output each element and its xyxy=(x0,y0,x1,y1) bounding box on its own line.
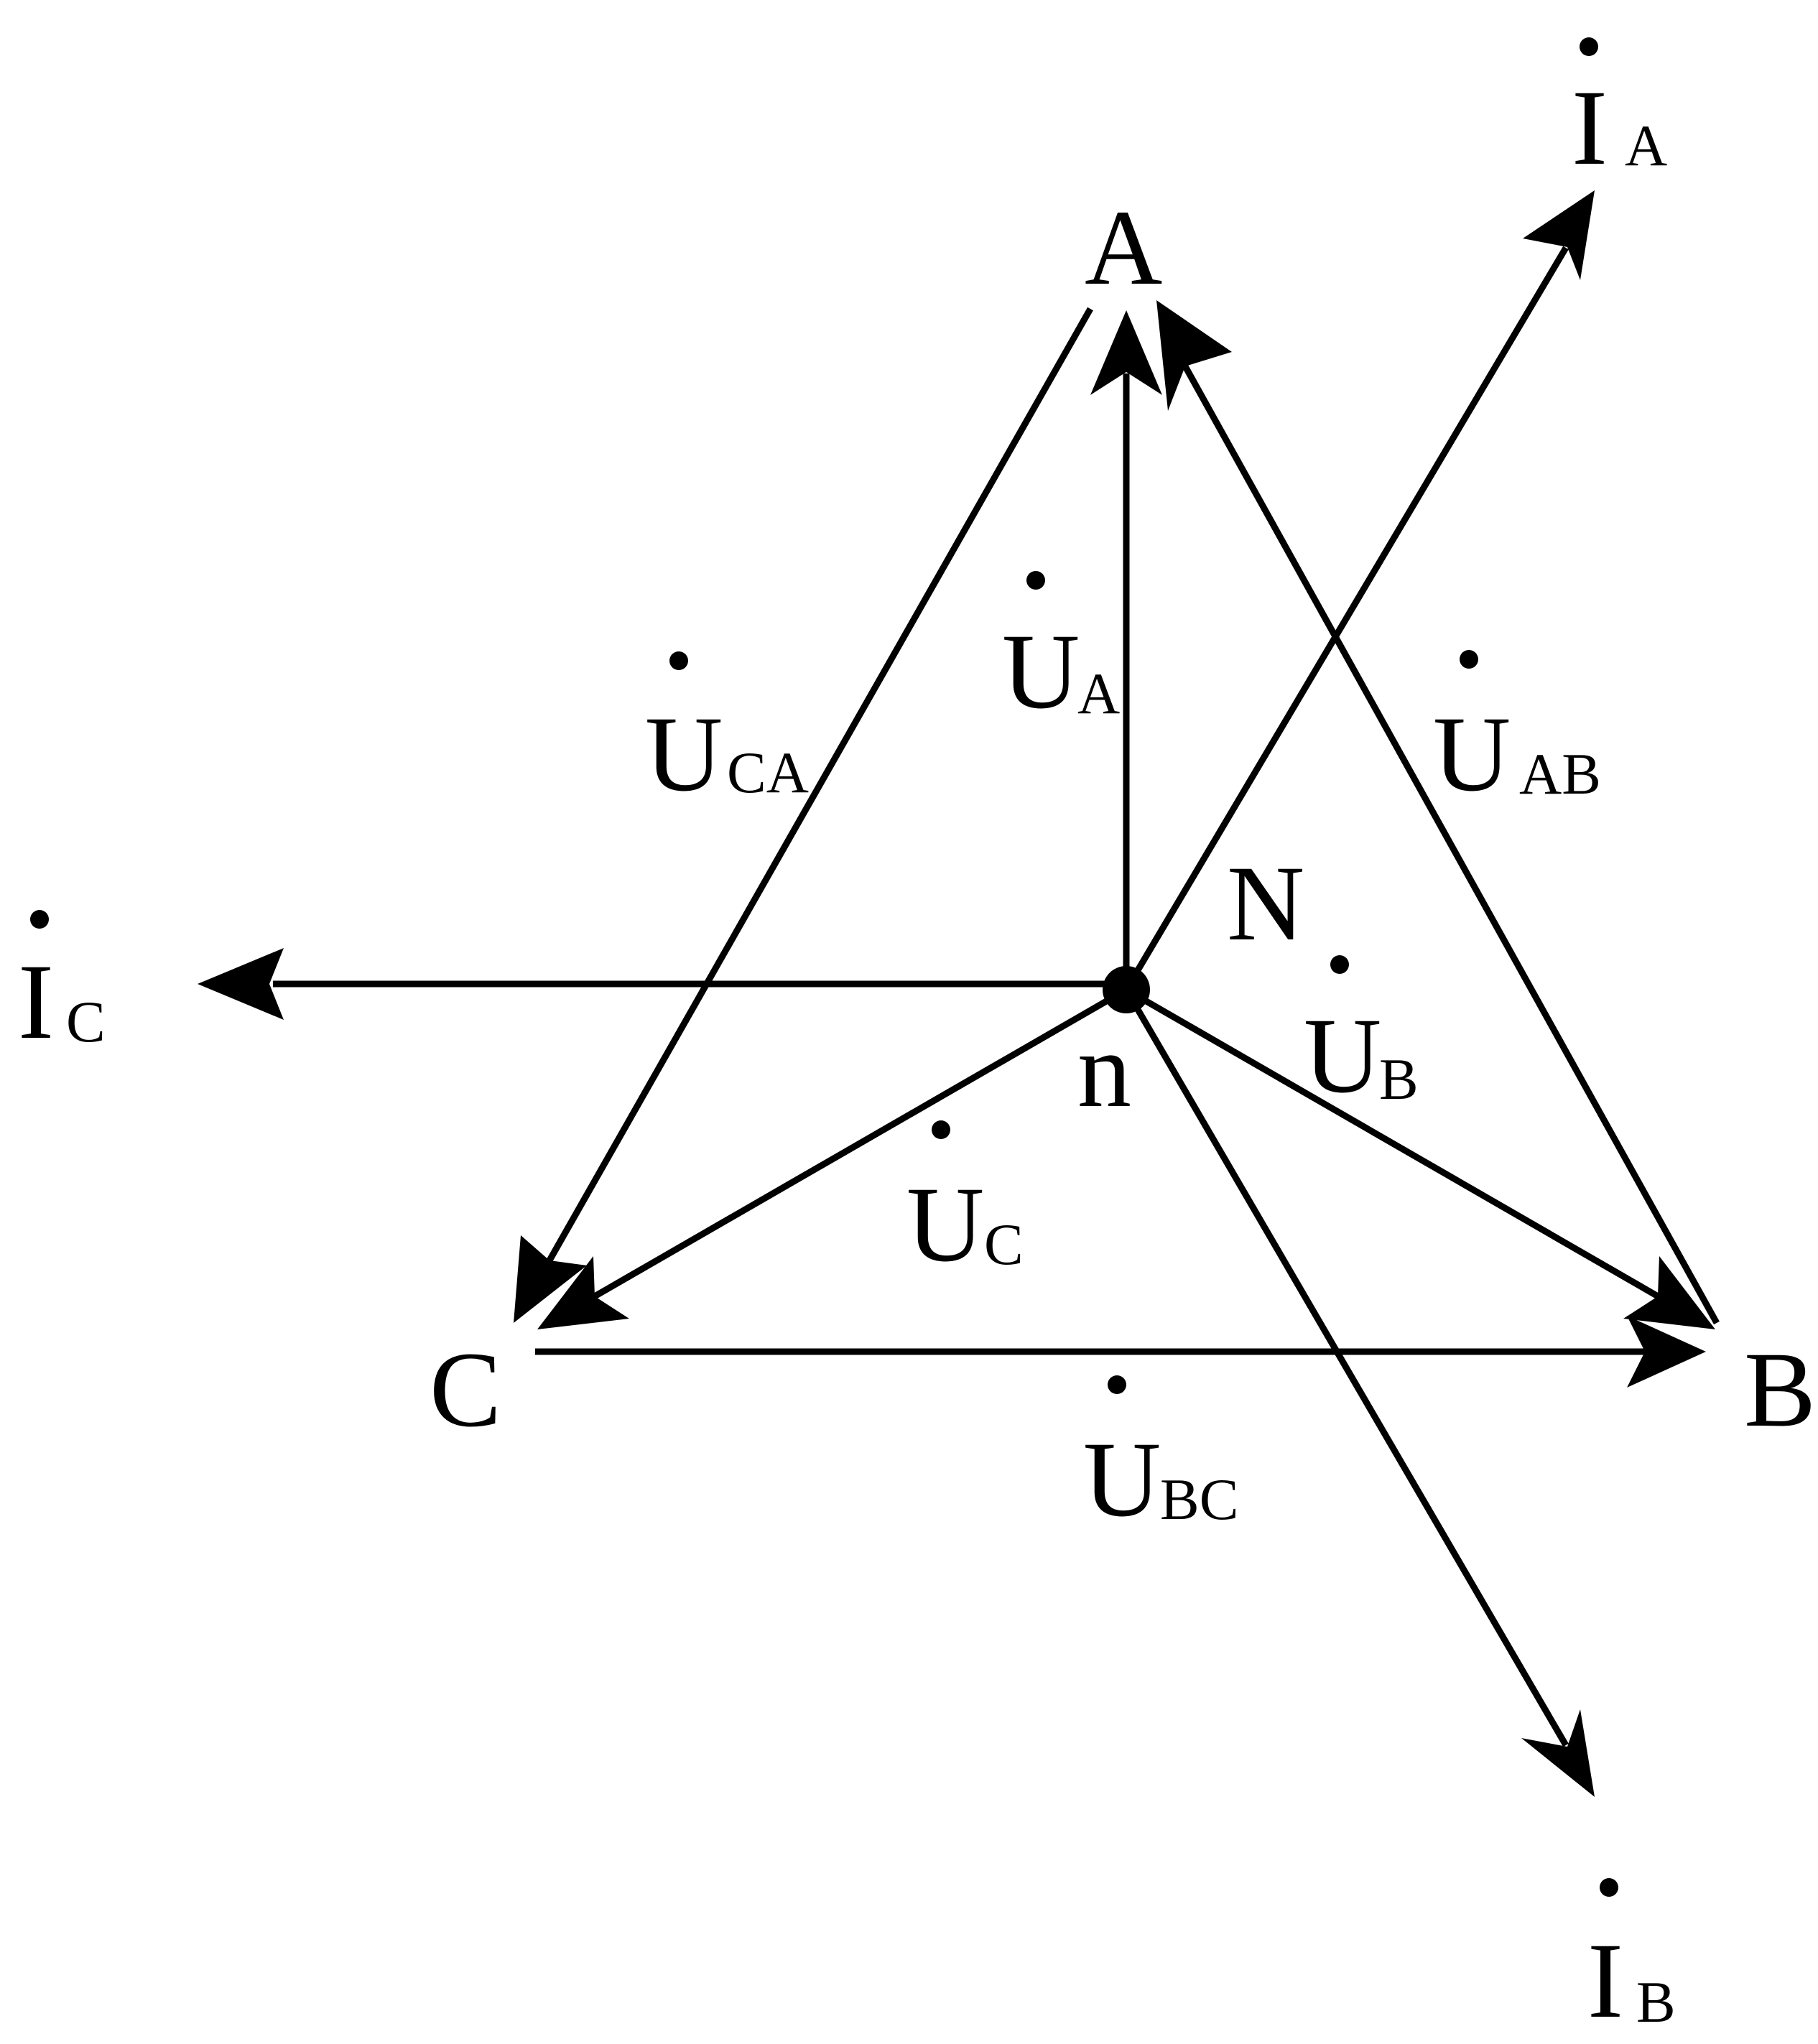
phasor-dot xyxy=(669,651,688,670)
arrowhead-i-b xyxy=(1521,1709,1595,1797)
label-main: U xyxy=(645,695,723,814)
phasor-labels: I A I B I C U A U B U C xyxy=(18,37,1676,2040)
phasor-dot xyxy=(1600,1878,1618,1897)
arrowhead-u-ab xyxy=(1156,300,1232,411)
vector-u-ca xyxy=(547,307,1093,1263)
phasor-dot xyxy=(1108,1375,1126,1394)
vector-i-b xyxy=(1123,988,1569,1747)
node-label-a: A xyxy=(1085,188,1162,307)
label-u-c: U C xyxy=(906,1120,1024,1284)
arrowhead-u-b xyxy=(1623,1256,1715,1329)
vector-i-a xyxy=(1123,246,1569,992)
label-i-c: I C xyxy=(18,910,106,1062)
label-u-b: U B xyxy=(1304,955,1419,1115)
label-main: I xyxy=(18,942,54,1062)
label-main: U xyxy=(1304,996,1381,1115)
arrowhead-u-bc xyxy=(1627,1316,1706,1388)
label-main: U xyxy=(1083,1420,1161,1539)
node-label-c: C xyxy=(430,1330,501,1449)
label-subscript: A xyxy=(1077,661,1120,726)
arrowhead-i-a xyxy=(1523,190,1595,280)
node-label-n-lower: n xyxy=(1077,1011,1131,1130)
phasor-dot xyxy=(1460,650,1478,669)
label-main: I xyxy=(1587,1921,1623,2040)
label-subscript: A xyxy=(1625,113,1667,178)
label-subscript: B xyxy=(1379,1046,1419,1112)
label-subscript: BC xyxy=(1160,1467,1238,1532)
phasor-dot xyxy=(1026,571,1045,590)
label-main: U xyxy=(1002,612,1080,731)
vector-u-ab xyxy=(1182,364,1720,1325)
label-u-ab: U AB xyxy=(1433,650,1601,814)
arrowhead-u-a xyxy=(1090,310,1162,395)
phasor-dot xyxy=(1330,955,1349,974)
label-u-ca: U CA xyxy=(645,651,809,814)
label-main: U xyxy=(1433,695,1511,814)
phasor-dot xyxy=(932,1120,950,1139)
label-i-b: I B xyxy=(1587,1878,1676,2040)
label-main: I xyxy=(1572,68,1608,187)
phasor-dot xyxy=(30,910,49,929)
label-subscript: CA xyxy=(727,740,809,805)
node-label-b: B xyxy=(1744,1330,1816,1449)
label-i-a: I A xyxy=(1572,37,1667,187)
node-labels: A B C N n xyxy=(430,188,1816,1449)
label-subscript: AB xyxy=(1519,741,1601,807)
label-subscript: B xyxy=(1636,1969,1676,2035)
label-u-bc: U BC xyxy=(1083,1375,1238,1539)
label-main: U xyxy=(906,1165,984,1284)
label-subscript: C xyxy=(66,989,106,1054)
label-u-a: U A xyxy=(1002,571,1120,731)
arrowhead-u-ca xyxy=(514,1235,587,1323)
arrowhead-i-c xyxy=(198,948,284,1020)
node-label-N: N xyxy=(1227,844,1304,963)
phasor-dot xyxy=(1580,37,1598,56)
vector-u-b xyxy=(1124,987,1661,1300)
vector-u-c xyxy=(591,987,1128,1300)
label-subscript: C xyxy=(984,1212,1024,1277)
phasor-vectors xyxy=(198,190,1720,1797)
neutral-point xyxy=(1103,966,1150,1013)
arrowhead-u-c xyxy=(537,1256,629,1329)
